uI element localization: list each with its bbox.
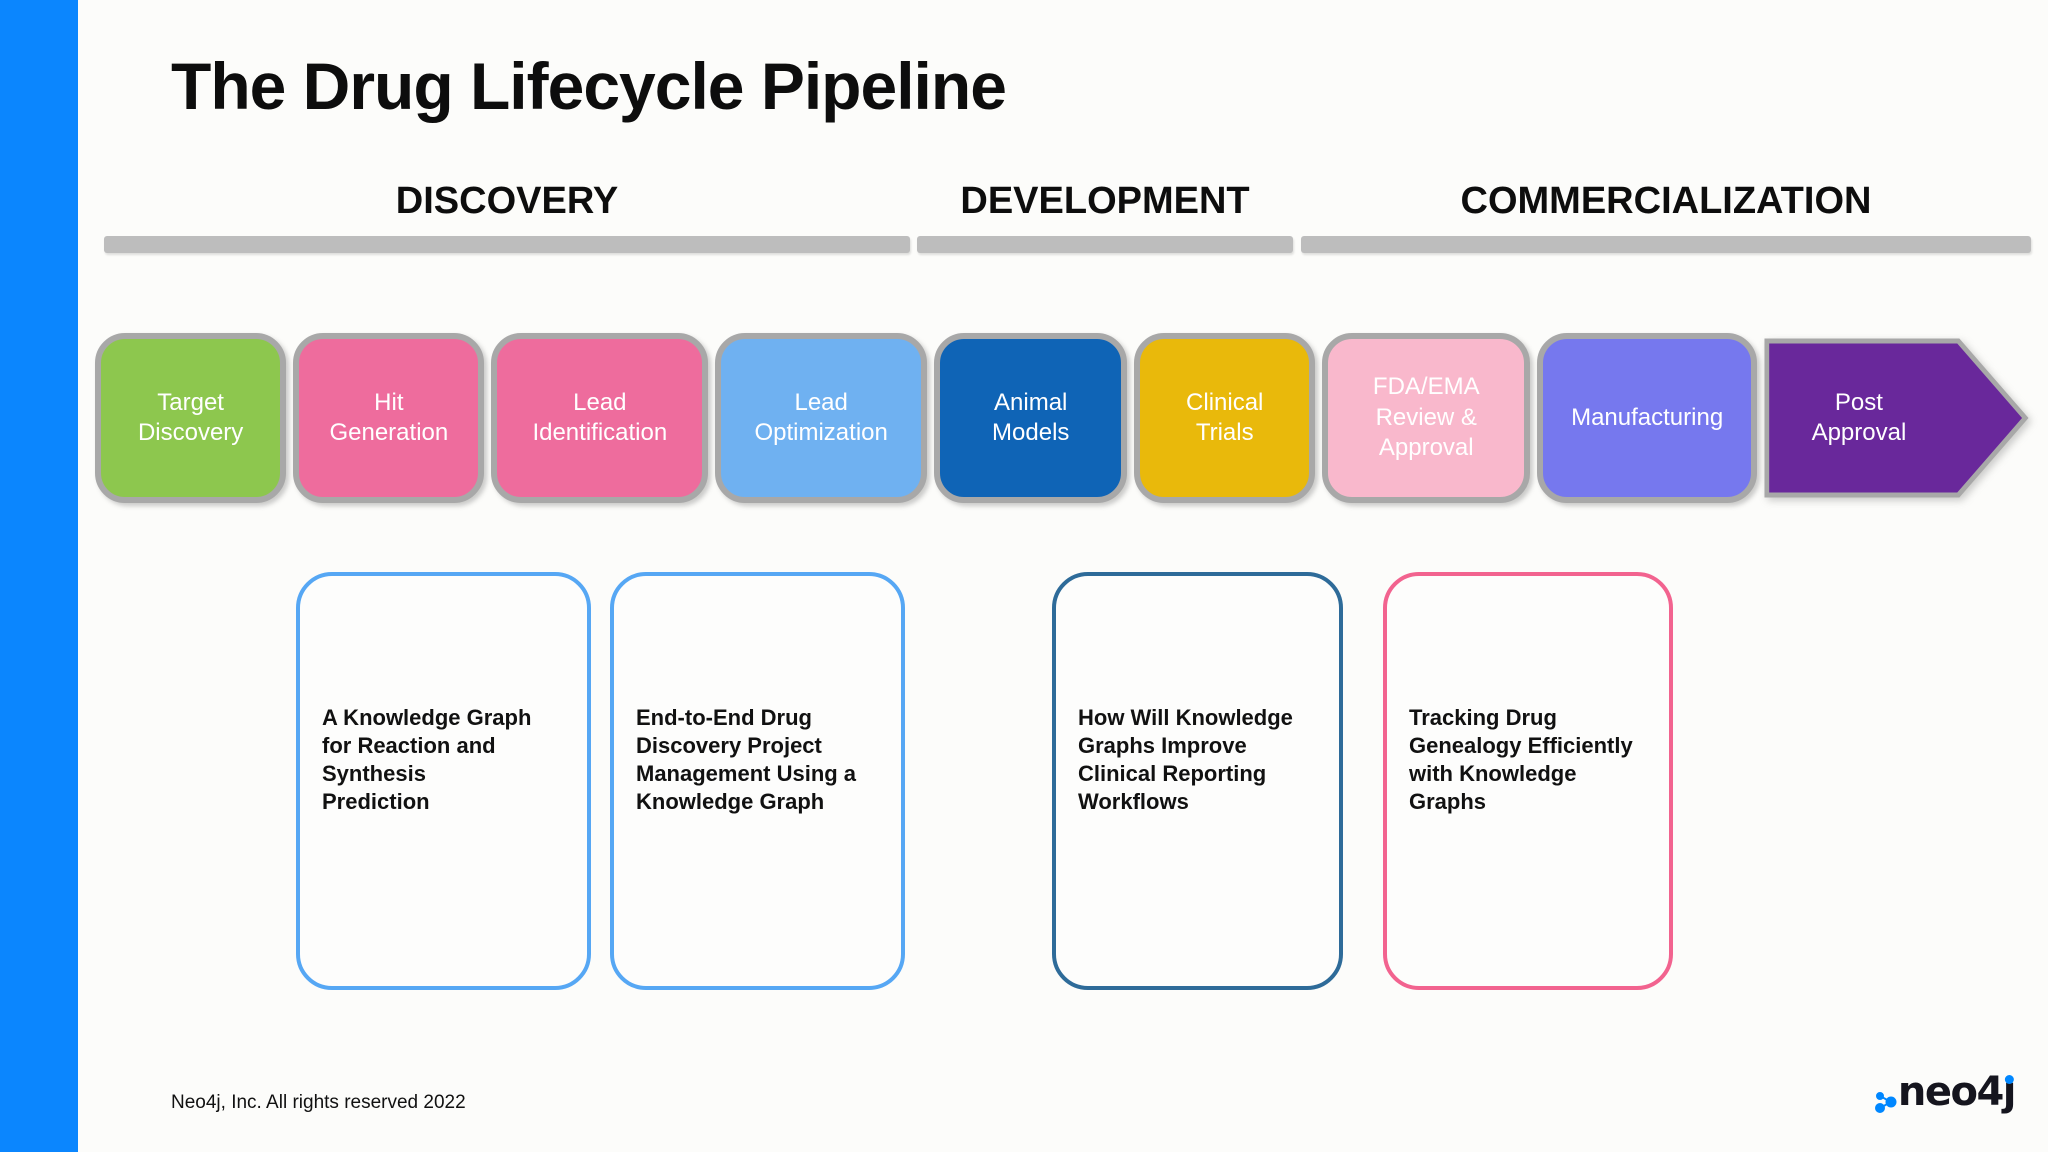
topic-card: End-to-End Drug Discovery Project Manage… (610, 572, 905, 990)
card-text: Tracking Drug Genealogy Efficiently with… (1409, 705, 1633, 814)
phase-development: DEVELOPMENT (917, 180, 1293, 253)
phase-bar-discovery (104, 236, 910, 253)
pipeline-row: Target Discovery Hit Generation Lead Ide… (95, 333, 2029, 503)
stage-label: Lead Identification (532, 388, 668, 446)
stage-label: Hit Generation (329, 388, 449, 446)
arrow-shape (1764, 338, 2029, 498)
stage-lead-identification: Lead Identification (491, 333, 709, 503)
phase-bar-development (917, 236, 1293, 253)
topic-card: Tracking Drug Genealogy Efficiently with… (1383, 572, 1673, 990)
phase-commercialization: COMMERCIALIZATION (1301, 180, 2031, 253)
topic-card: How Will Knowledge Graphs Improve Clinic… (1052, 572, 1343, 990)
neo4j-logo: neo4ȷ (1874, 1062, 2017, 1122)
stage-hit-generation: Hit Generation (293, 333, 485, 503)
stage-manufacturing: Manufacturing (1537, 333, 1757, 503)
card-text: End-to-End Drug Discovery Project Manage… (636, 705, 857, 814)
neo4j-logo-text: neo4ȷ (1898, 1062, 2017, 1122)
stage-label: Animal Models (992, 388, 1070, 446)
stage-label: Target Discovery (137, 388, 244, 446)
neo4j-graph-icon (1874, 1092, 1897, 1113)
stage-label: Post Approval (1811, 388, 1907, 446)
page-title: The Drug Lifecycle Pipeline (171, 49, 1007, 123)
stage-label: Clinical Trials (1186, 388, 1264, 446)
stage-post-approval: Post Approval (1764, 333, 2029, 503)
footer-copyright: Neo4j, Inc. All rights reserved 2022 (171, 1092, 466, 1113)
phase-discovery: DISCOVERY (104, 180, 910, 253)
stage-fda-ema-review-approval: FDA/EMA Review & Approval (1322, 333, 1531, 503)
phase-label-discovery: DISCOVERY (395, 180, 619, 222)
card-text: How Will Knowledge Graphs Improve Clinic… (1078, 705, 1293, 814)
stage-label: Manufacturing (1571, 403, 1724, 431)
stage-label: Lead Optimization (754, 388, 888, 446)
left-accent-bar (0, 0, 78, 1152)
stage-label: FDA/EMA Review & Approval (1372, 373, 1480, 462)
stage-clinical-trials: Clinical Trials (1134, 333, 1316, 503)
card-text: A Knowledge Graph for Reaction and Synth… (322, 705, 532, 814)
stage-target-discovery: Target Discovery (95, 333, 287, 503)
phase-label-development: DEVELOPMENT (960, 180, 1250, 222)
phase-label-commercialization: COMMERCIALIZATION (1460, 180, 1872, 222)
stage-animal-models: Animal Models (934, 333, 1128, 503)
topic-card: A Knowledge Graph for Reaction and Synth… (296, 572, 591, 990)
phase-bar-commercialization (1301, 236, 2031, 253)
stage-lead-optimization: Lead Optimization (715, 333, 928, 503)
